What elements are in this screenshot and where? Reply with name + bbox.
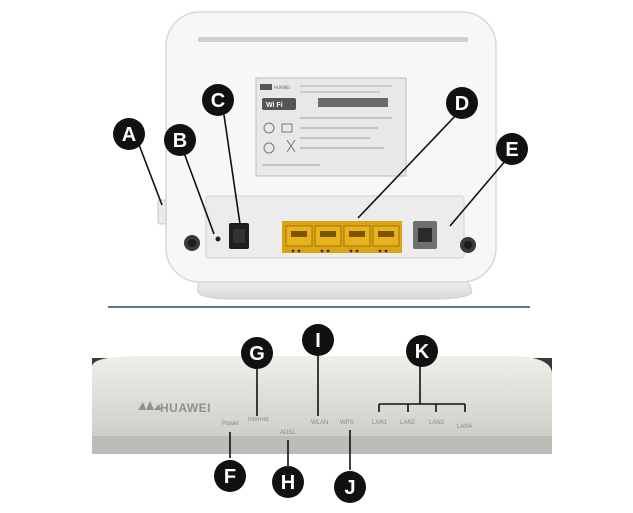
svg-text:D: D — [455, 93, 469, 115]
callout-b: B — [164, 124, 196, 156]
router-rear-view: HUAWEI Wi Fi — [157, 11, 497, 300]
label-wifi-text: Wi Fi — [266, 102, 283, 109]
svg-text:F: F — [224, 466, 236, 488]
svg-text:I: I — [315, 330, 321, 352]
svg-text:H: H — [281, 472, 295, 494]
label-brand-text: HUAWEI — [274, 85, 290, 90]
callout-a: A — [113, 118, 145, 150]
led-label-wlan: WLAN — [311, 420, 328, 426]
callout-k: K — [406, 335, 438, 367]
callout-badges: A B C D E F G H — [113, 84, 528, 503]
vent-slot — [198, 37, 468, 42]
callout-g: G — [241, 337, 273, 369]
svg-text:B: B — [173, 130, 187, 152]
svg-text:K: K — [415, 341, 430, 363]
callout-h: H — [272, 466, 304, 498]
led-label-lan1: LAN1 — [372, 420, 388, 426]
callout-d: D — [446, 87, 478, 119]
front-brand-text: HUAWEI — [160, 401, 211, 415]
svg-text:A: A — [122, 124, 136, 146]
huawei-logo: HUAWEI — [138, 401, 211, 415]
svg-text:C: C — [211, 90, 225, 112]
led-label-wps: WPS — [340, 420, 354, 426]
led-label-internet: Internet — [248, 417, 269, 423]
antenna-stub — [157, 199, 167, 225]
router-front-view: HUAWEI Power Internet ADSL WLAN WPS LAN1… — [92, 356, 552, 454]
svg-text:J: J — [344, 477, 355, 499]
lan-ports — [282, 221, 402, 253]
svg-text:E: E — [505, 139, 518, 161]
led-label-adsl: ADSL — [280, 430, 296, 436]
router-front-panel — [92, 356, 552, 452]
led-label-lan4: LAN4 — [457, 424, 473, 430]
reset-pinhole — [215, 236, 221, 242]
led-label-power: Power — [222, 421, 239, 427]
callout-e: E — [496, 133, 528, 165]
svg-text:G: G — [249, 343, 265, 365]
callout-c: C — [202, 84, 234, 116]
leader-lines — [137, 112, 507, 470]
rear-port-panel — [184, 195, 476, 259]
callout-j: J — [334, 471, 366, 503]
led-label-lan2: LAN2 — [400, 420, 416, 426]
led-label-lan3: LAN3 — [429, 420, 445, 426]
callout-f: F — [214, 460, 246, 492]
callout-i: I — [302, 324, 334, 356]
product-label: HUAWEI Wi Fi — [255, 77, 407, 177]
